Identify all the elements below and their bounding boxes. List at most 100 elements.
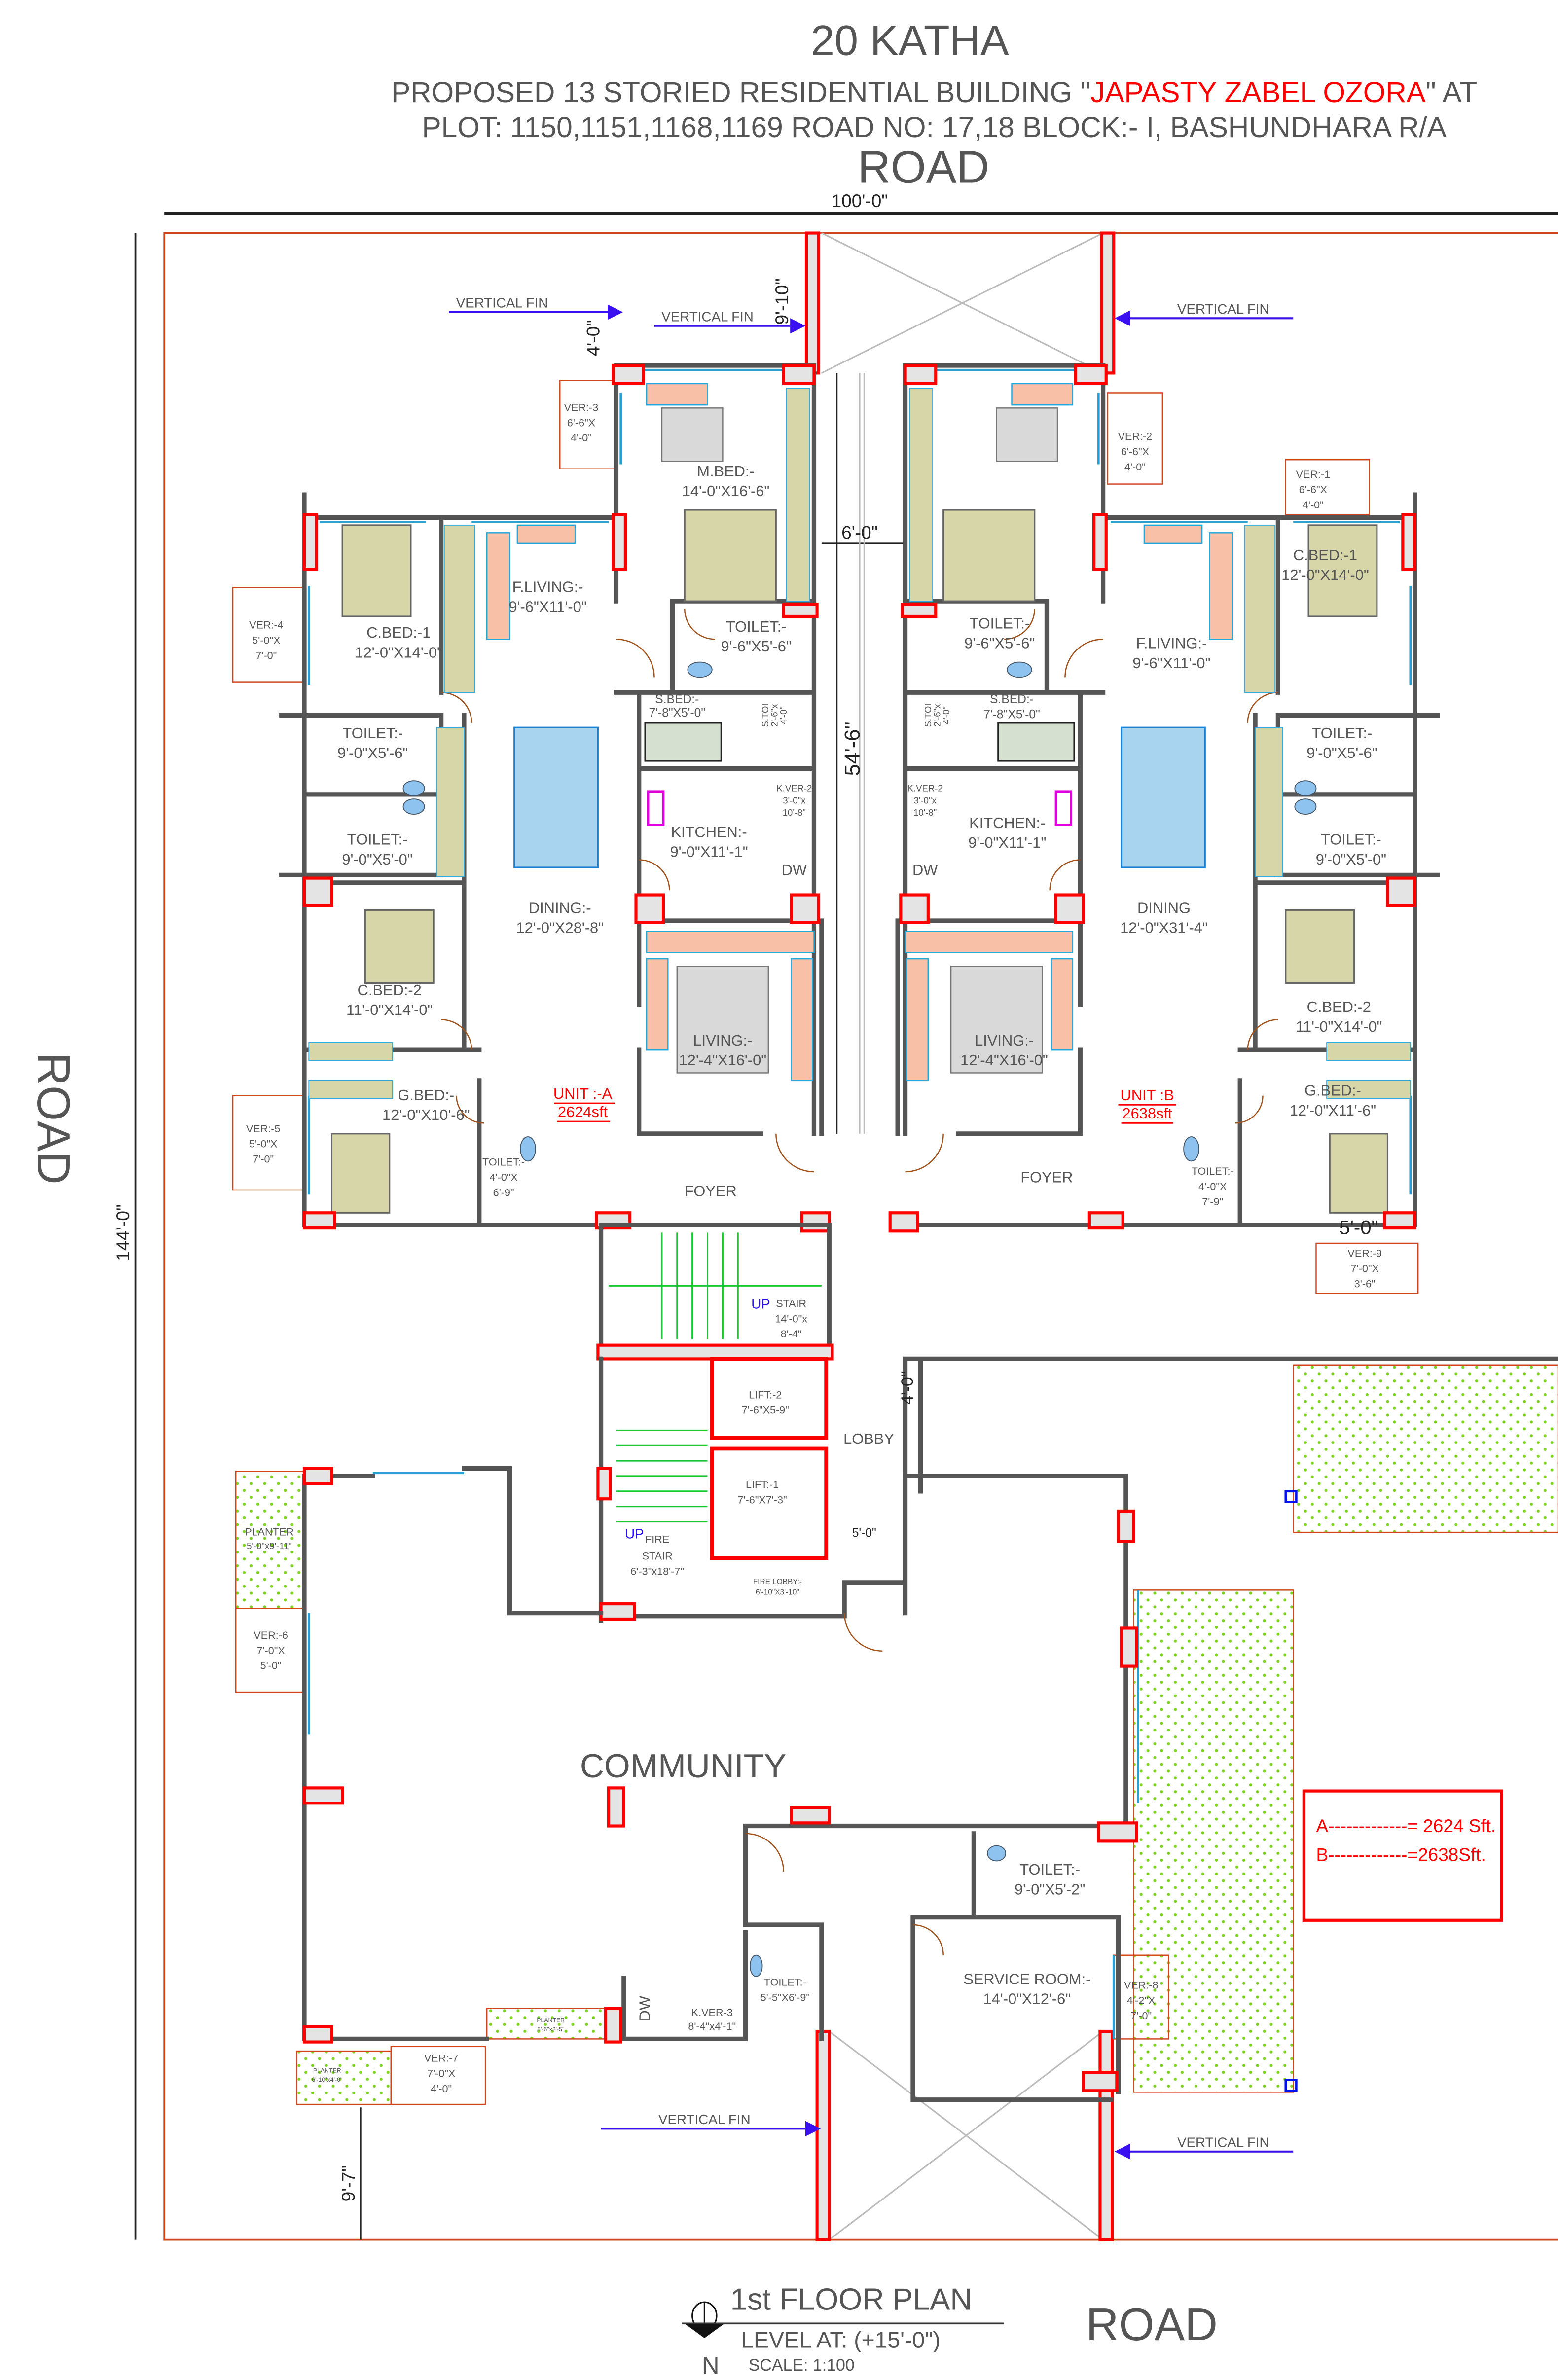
community-ver7-1-label: 7'-0"X [427,2067,455,2080]
unit-a-toilet2-0-label: TOILET:- [347,831,408,848]
footer-north-label: N [702,2352,720,2379]
unit-a-stoi-0-label: S.TOI [760,704,770,727]
unit-a-gbed-0-label: G.BED:- [398,1086,454,1104]
unit-b-sbed-0-label: S.BED:- [990,693,1034,706]
community-toilet-b-1-label: 5'-5"X6'-9" [761,1991,810,2003]
unit-b-toilet2-0-label: TOILET:- [1321,831,1381,848]
community-planter1-0-label: PLANTER [245,1525,294,1538]
unit-a-mbed-1-label: 14'-0"X16'-6" [682,482,770,500]
unit-b-toilet-g-2-label: 7'-9" [1202,1195,1223,1208]
unit-b-toilet2-1-label: 9'-0"X5'-0" [1316,851,1386,868]
unit-b-kver-1-label: 3'-0"x [914,795,937,805]
community-ver8-1-label: 4'-2"X [1127,1994,1155,2006]
unit-a-toilet1-0-label: TOILET:- [342,724,403,742]
community-planter3-1-label: 6'-10"x4'-0" [312,2076,342,2083]
fins-label-label: VERTICAL FIN [1177,301,1269,317]
footer-level-label: LEVEL AT: (+15'-0") [741,2327,941,2353]
unit-label-underlines [553,1102,1176,1124]
unit-a-toilet1-1-label: 9'-0"X5'-6" [337,744,408,761]
unit-a-cbed2-1-label: 11'-0"X14'-0" [346,1001,433,1018]
unit-a-gbed-1-label: 12'-0"X10'-6" [382,1106,470,1123]
unit-b-unit-1-label: 2638sft [1122,1105,1172,1122]
project-name: JAPASTY ZABEL OZORA [1090,76,1426,108]
unit-a-ver5-1-label: 5'-0"X [249,1138,277,1150]
unit-b-unit-0-label: UNIT :B [1121,1086,1174,1104]
community-ver8-2-label: 7'-0" [1130,2009,1152,2021]
core-lift1-0-label: LIFT:-1 [746,1478,779,1491]
unit-b-gbed-0-label: G.BED:- [1304,1082,1361,1099]
unit-a-cbed1-1-label: 12'-0"X14'-0" [355,644,442,661]
fins-label-label: VERTICAL FIN [1177,2134,1269,2150]
unit-b-ver2-0-label: VER:-2 [1118,430,1153,442]
community-toilet-b-0-label: TOILET:- [764,1976,806,1988]
unit-a-fliving-0-label: F.LIVING:- [512,578,583,596]
unit-a-kitchen-0-label: KITCHEN:- [671,823,747,840]
bottom-cutout-cross [829,2030,1104,2240]
core-fire-stair-3-label: 6'-3"x18'-7" [630,1565,684,1577]
community-ver7-0-label: VER:-7 [424,2052,459,2064]
area-table-box [1302,1789,1503,1922]
unit-b-ver1-1-label: 6'-6"X [1299,483,1327,496]
unit-b-toilet1-0-label: TOILET:- [1312,724,1373,742]
plan-labels: 20 KATHA PLOT: 1150,1151,1168,1169 ROAD N… [28,17,1496,2379]
community-planter3-0-label: PLANTER [313,2067,341,2074]
unit-a-stoi-1-label: 2'-6"x [769,704,779,727]
unit-a-toilet-g-2-label: 6'-9" [493,1186,514,1198]
unit-a-sbed-0-label: S.BED:- [655,693,699,706]
top-cutout-cross [821,232,1104,1134]
community-dw-label: DW [636,1996,653,2021]
dims-fin-left-label: 4'-0" [582,320,603,357]
dims-unit-b-corner-label: 5'-0" [1339,1217,1378,1238]
unit-b-cbed2-0-label: C.BED:-2 [1307,998,1371,1015]
dims-bottom-setback-label: 9'-7" [338,2165,359,2202]
community-planter2-1-label: 8'-6"x2'-5" [537,2026,564,2033]
footer-scale-label: SCALE: 1:100 [749,2356,855,2375]
unit-a-toilet-m-0-label: TOILET:- [726,618,787,635]
unit-b-living-1-label: 12'-4"X16'-0" [960,1051,1048,1069]
community-title-label: COMMUNITY [580,1748,786,1785]
header-line1-prefix: PROPOSED 13 STORIED RESIDENTIAL BUILDING… [391,76,1090,108]
unit-b-kitchen-0-label: KITCHEN:- [969,814,1045,831]
header-title-label: 20 KATHA [811,17,1009,65]
unit-b-living-0-label: LIVING:- [975,1032,1034,1049]
fin-arrows [449,304,1294,2160]
community-toilet-a-0-label: TOILET:- [1019,1861,1080,1878]
community-planter2-0-label: PLANTER [537,2017,565,2023]
unit-a-dining-0-label: DINING:- [529,900,591,917]
footer-title-label: 1st FLOOR PLAN [730,2283,972,2317]
community-ver6-2-label: 5'-0" [260,1659,282,1672]
community-planter1-1-label: 5'-0"x9'-11" [247,1541,292,1551]
unit-a-toilet-g-0-label: TOILET:- [482,1156,525,1168]
community-service-0-label: SERVICE ROOM:- [963,1970,1090,1987]
community-ver7-2-label: 4'-0" [431,2082,452,2094]
dims-gap-label: 6'-0" [841,522,878,543]
unit-a-kver-1-label: 3'-0"x [783,795,806,805]
plot-boundary [163,232,1558,2241]
unit-a-cbed1-0-label: C.BED:-1 [366,624,431,641]
north-arrow-icon [685,2301,724,2338]
community-ver6-1-label: 7'-0"X [256,1644,285,1657]
unit-a-unit-0-label: UNIT :-A [553,1085,613,1102]
unit-b-cbed2-1-label: 11'-0"X14'-0" [1296,1018,1382,1035]
dims-plot-depth-label: 144'-0" [112,1204,133,1261]
unit-b-stoi-0-label: S.TOI [923,704,933,727]
core-stair-1-label: STAIR [776,1298,806,1310]
unit-a-sbed-1-label: 7'-8"X5'-0" [649,707,705,720]
unit-a-ver4-1-label: 5'-0"X [252,634,280,646]
unit-b-ver9-2-label: 3'-6" [1354,1277,1376,1290]
unit-a-foyer-label: FOYER [685,1182,737,1199]
core-plan [596,1223,1558,1623]
header-line2-label: PLOT: 1150,1151,1168,1169 ROAD NO: 17,18… [422,111,1447,144]
roads-top-label: ROAD [858,142,989,193]
core-fire-stair-2-label: STAIR [642,1550,673,1562]
unit-a-ver3-0-label: VER:-3 [564,401,599,414]
unit-a-stoi-2-label: 4'-0" [778,706,789,724]
dims-lobby-gap-label: 5'-0" [852,1526,876,1540]
unit-b-toilet-g-0-label: TOILET:- [1192,1165,1234,1177]
unit-b-ver1-2-label: 4'-0" [1303,499,1324,511]
core-lift2-1-label: 7'-6"X5-9" [742,1404,789,1416]
core-fire-stair-0-label: UP [625,1526,644,1541]
community-service-1-label: 14'-0"X12'-6" [983,1990,1071,2007]
unit-a-kver-2-label: 10'-8" [783,807,806,818]
